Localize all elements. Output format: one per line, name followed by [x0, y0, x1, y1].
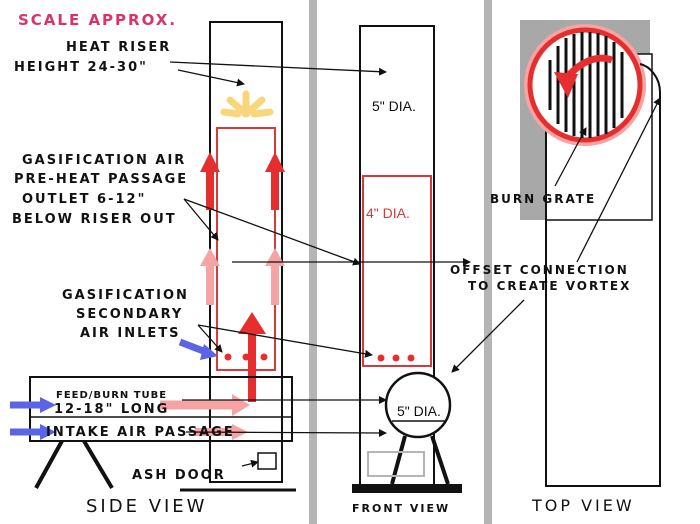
leader-lines: [169, 61, 661, 468]
top-view-drawing: [520, 20, 661, 487]
intake-label: INTAKE AIR PASSAGE: [46, 425, 235, 440]
offset-label-2: TO CREATE VORTEX: [468, 279, 632, 293]
gasification-air-label: GASIFICATION AIR: [22, 153, 187, 168]
ash-door-front: [367, 451, 425, 477]
heat-riser-label: HEAT RISER: [66, 40, 172, 55]
ash-door: [257, 452, 277, 470]
preheat-arrows-upper: [206, 168, 279, 210]
secondary-label-2: SECONDARY: [76, 307, 184, 322]
ash-door-label: ASH DOOR: [132, 468, 226, 483]
side-view-drawing: [10, 21, 296, 492]
side-view-title: SIDE VIEW: [86, 496, 208, 517]
feed-tube-body: [29, 376, 293, 442]
riser-height-label: HEIGHT 24-30": [14, 60, 148, 75]
secondary-label-3: AIR INLETS: [80, 326, 181, 341]
heat-outlet-burst: [220, 90, 274, 118]
top-view-title: TOP VIEW: [532, 496, 635, 515]
riser-dia-label: 5" DIA.: [372, 98, 416, 114]
outlet-label: OUTLET 6-12": [22, 192, 147, 207]
burn-grate-bars: [548, 32, 624, 138]
front-view-title: FRONT VIEW: [352, 502, 451, 515]
offset-label-1: OFFSET CONNECTION: [450, 263, 629, 277]
inner-dia-label: 4" DIA.: [366, 205, 410, 221]
tube-dia-label: 5" DIA.: [397, 403, 441, 419]
inner-pipe-front: [362, 175, 432, 367]
tube-length-label: 12-18" LONG: [54, 402, 170, 417]
feed-tube-label: FEED/BURN TUBE: [56, 390, 168, 401]
front-view-drawing: [352, 25, 462, 493]
secondary-label-1: GASIFICATION: [62, 288, 189, 303]
scale-note: SCALE APPROX.: [18, 11, 178, 29]
below-riser-label: BELOW RISER OUT: [12, 212, 177, 227]
preheat-passage-label: PRE-HEAT PASSAGE: [14, 172, 189, 187]
burn-grate-label: BURN GRATE: [490, 192, 597, 206]
